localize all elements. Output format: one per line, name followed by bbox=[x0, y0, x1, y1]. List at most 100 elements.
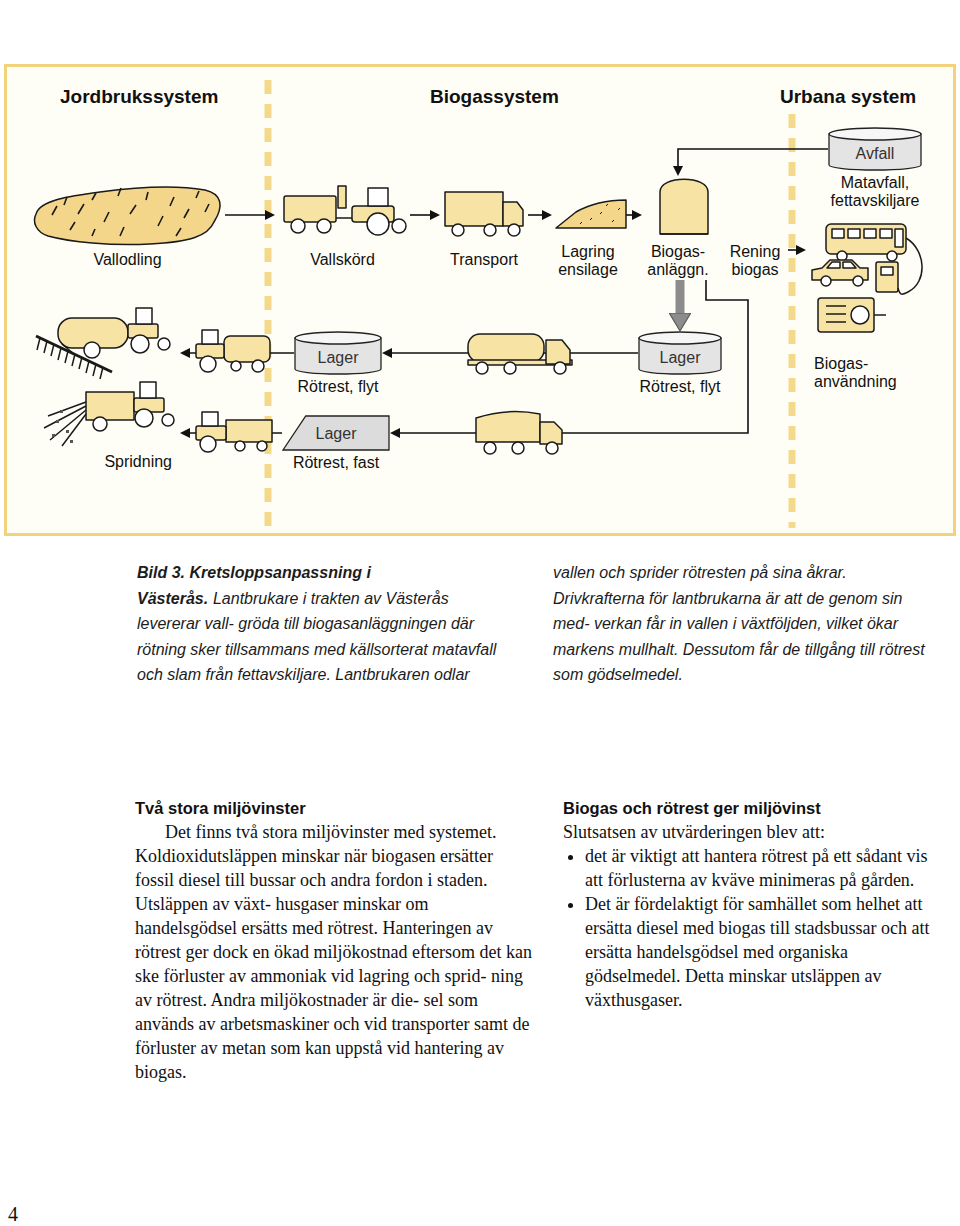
flow-step: Vallodling bbox=[30, 178, 225, 270]
section-heading: Biogas och rötrest ger miljövinst bbox=[563, 796, 948, 820]
node-label: Lager bbox=[316, 423, 357, 443]
storage-cylinder: LagerRötrest, flyt bbox=[294, 331, 382, 375]
car bbox=[812, 260, 868, 286]
slurry-spreader bbox=[158, 338, 170, 350]
tank-truck bbox=[554, 362, 566, 374]
harvester-icon bbox=[317, 219, 331, 233]
city-bus bbox=[864, 229, 876, 238]
flow-step: Biogas- användning bbox=[806, 222, 946, 392]
solid-spreader bbox=[86, 392, 134, 420]
system-separator bbox=[789, 114, 796, 528]
text-column: Två stora miljövinster Det finns två sto… bbox=[135, 796, 533, 1084]
caption-text: Lantbrukare i trakten av Västerås levere… bbox=[137, 564, 925, 683]
node-label: Biogas- användning bbox=[814, 355, 914, 391]
ley-field bbox=[35, 187, 221, 245]
body-text: Det finns två stora miljövinster med sys… bbox=[135, 820, 533, 1084]
dump-truck bbox=[484, 442, 496, 454]
tractor-with-trailer bbox=[200, 436, 216, 452]
flow-step: Transport bbox=[440, 180, 528, 270]
ley-field bbox=[35, 187, 221, 245]
node-label: Vallskörd bbox=[310, 251, 375, 269]
car bbox=[827, 262, 856, 268]
text-column: Biogas och rötrest ger miljövinst Slutsa… bbox=[563, 796, 948, 1012]
cylinder-rim bbox=[639, 332, 721, 344]
tractor-with-trailer bbox=[257, 441, 267, 451]
storage-cylinder: AvfallMatavfall, fettavskiljare bbox=[828, 127, 922, 171]
node-label: Vallodling bbox=[93, 251, 161, 269]
dump-truck bbox=[512, 442, 524, 454]
city-bus bbox=[895, 229, 903, 247]
system-separator bbox=[265, 80, 272, 528]
node-label: Lager bbox=[660, 339, 701, 367]
flow-step: Vallskörd bbox=[275, 180, 410, 270]
truck-icon bbox=[503, 202, 523, 226]
storage-pile: LagerRötrest, fast bbox=[282, 415, 390, 451]
cylinder-rim bbox=[829, 128, 921, 140]
solid-spreader bbox=[93, 417, 107, 431]
tank-truck bbox=[468, 334, 572, 374]
node-sublabel: Rötrest, flyt bbox=[640, 378, 721, 396]
slurry-spreader bbox=[36, 308, 170, 379]
tractor-with-tank bbox=[231, 361, 241, 371]
slurry-spreader bbox=[136, 308, 152, 324]
city-bus bbox=[826, 224, 906, 254]
ley-field bbox=[52, 188, 209, 236]
tractor-with-tank bbox=[196, 330, 270, 372]
system-panel bbox=[6, 66, 955, 535]
harvester-icon bbox=[392, 219, 406, 233]
fuel-pump bbox=[898, 238, 922, 294]
truck-icon bbox=[445, 192, 503, 226]
tractor-with-trailer bbox=[196, 412, 272, 452]
column-heading: Jordbrukssystem bbox=[60, 85, 218, 108]
digester-tank bbox=[660, 179, 708, 234]
car bbox=[853, 276, 863, 286]
bullet-item: Det är fördelaktigt för samhället som he… bbox=[585, 892, 948, 1012]
digester-tank bbox=[660, 179, 708, 234]
bullet-list: det är viktigt att hantera rötrest på et… bbox=[563, 844, 948, 1012]
dump-truck bbox=[540, 422, 562, 444]
node-label: Rening biogas bbox=[724, 243, 786, 279]
dump-truck bbox=[546, 442, 558, 454]
tractor-with-trailer bbox=[235, 441, 245, 451]
digester-tank bbox=[660, 233, 708, 235]
tractor-with-tank bbox=[252, 360, 264, 372]
harvester-icon bbox=[368, 188, 388, 206]
cylinder-rim bbox=[295, 332, 381, 344]
section-heading: Två stora miljövinster bbox=[135, 796, 533, 820]
tank-truck bbox=[476, 362, 488, 374]
flow-arrow bbox=[225, 214, 265, 216]
tractor-with-tank bbox=[202, 330, 218, 344]
tractor-with-trailer bbox=[226, 420, 272, 442]
node-label: Avfall bbox=[856, 135, 895, 163]
truck-icon bbox=[508, 224, 520, 236]
caption-paragraph: Bild 3. Kretsloppsanpassning i Västerås.… bbox=[137, 560, 927, 688]
car bbox=[821, 276, 831, 286]
dump-truck bbox=[476, 411, 562, 454]
vehicle-icons bbox=[35, 179, 923, 454]
city-bus bbox=[887, 251, 897, 261]
node-sublabel: Matavfall, fettavskiljare bbox=[815, 174, 935, 210]
gas-engine bbox=[818, 298, 874, 332]
solid-spreader bbox=[52, 410, 73, 443]
flow-arrow bbox=[788, 249, 796, 251]
connectors bbox=[190, 149, 828, 433]
city-bus bbox=[832, 229, 844, 238]
solid-spreader bbox=[162, 414, 174, 426]
city-bus bbox=[848, 229, 860, 238]
gas-engine bbox=[851, 306, 869, 324]
slurry-spreader bbox=[84, 342, 100, 358]
page-number: 4 bbox=[8, 1203, 18, 1225]
harvester-icon bbox=[336, 217, 352, 219]
tank-truck bbox=[468, 334, 544, 362]
slurry-spreader bbox=[37, 338, 103, 379]
column-heading: Biogassystem bbox=[430, 85, 559, 108]
solid-spreader bbox=[44, 402, 86, 446]
node-sublabel: Rötrest, flyt bbox=[298, 378, 379, 396]
pile-body bbox=[283, 416, 389, 450]
column-heading: Urbana system bbox=[780, 85, 916, 108]
fuel-pump bbox=[881, 267, 893, 275]
tractor-with-tank bbox=[200, 356, 216, 372]
tank-truck bbox=[546, 340, 570, 364]
tractor-with-trailer bbox=[202, 412, 218, 426]
